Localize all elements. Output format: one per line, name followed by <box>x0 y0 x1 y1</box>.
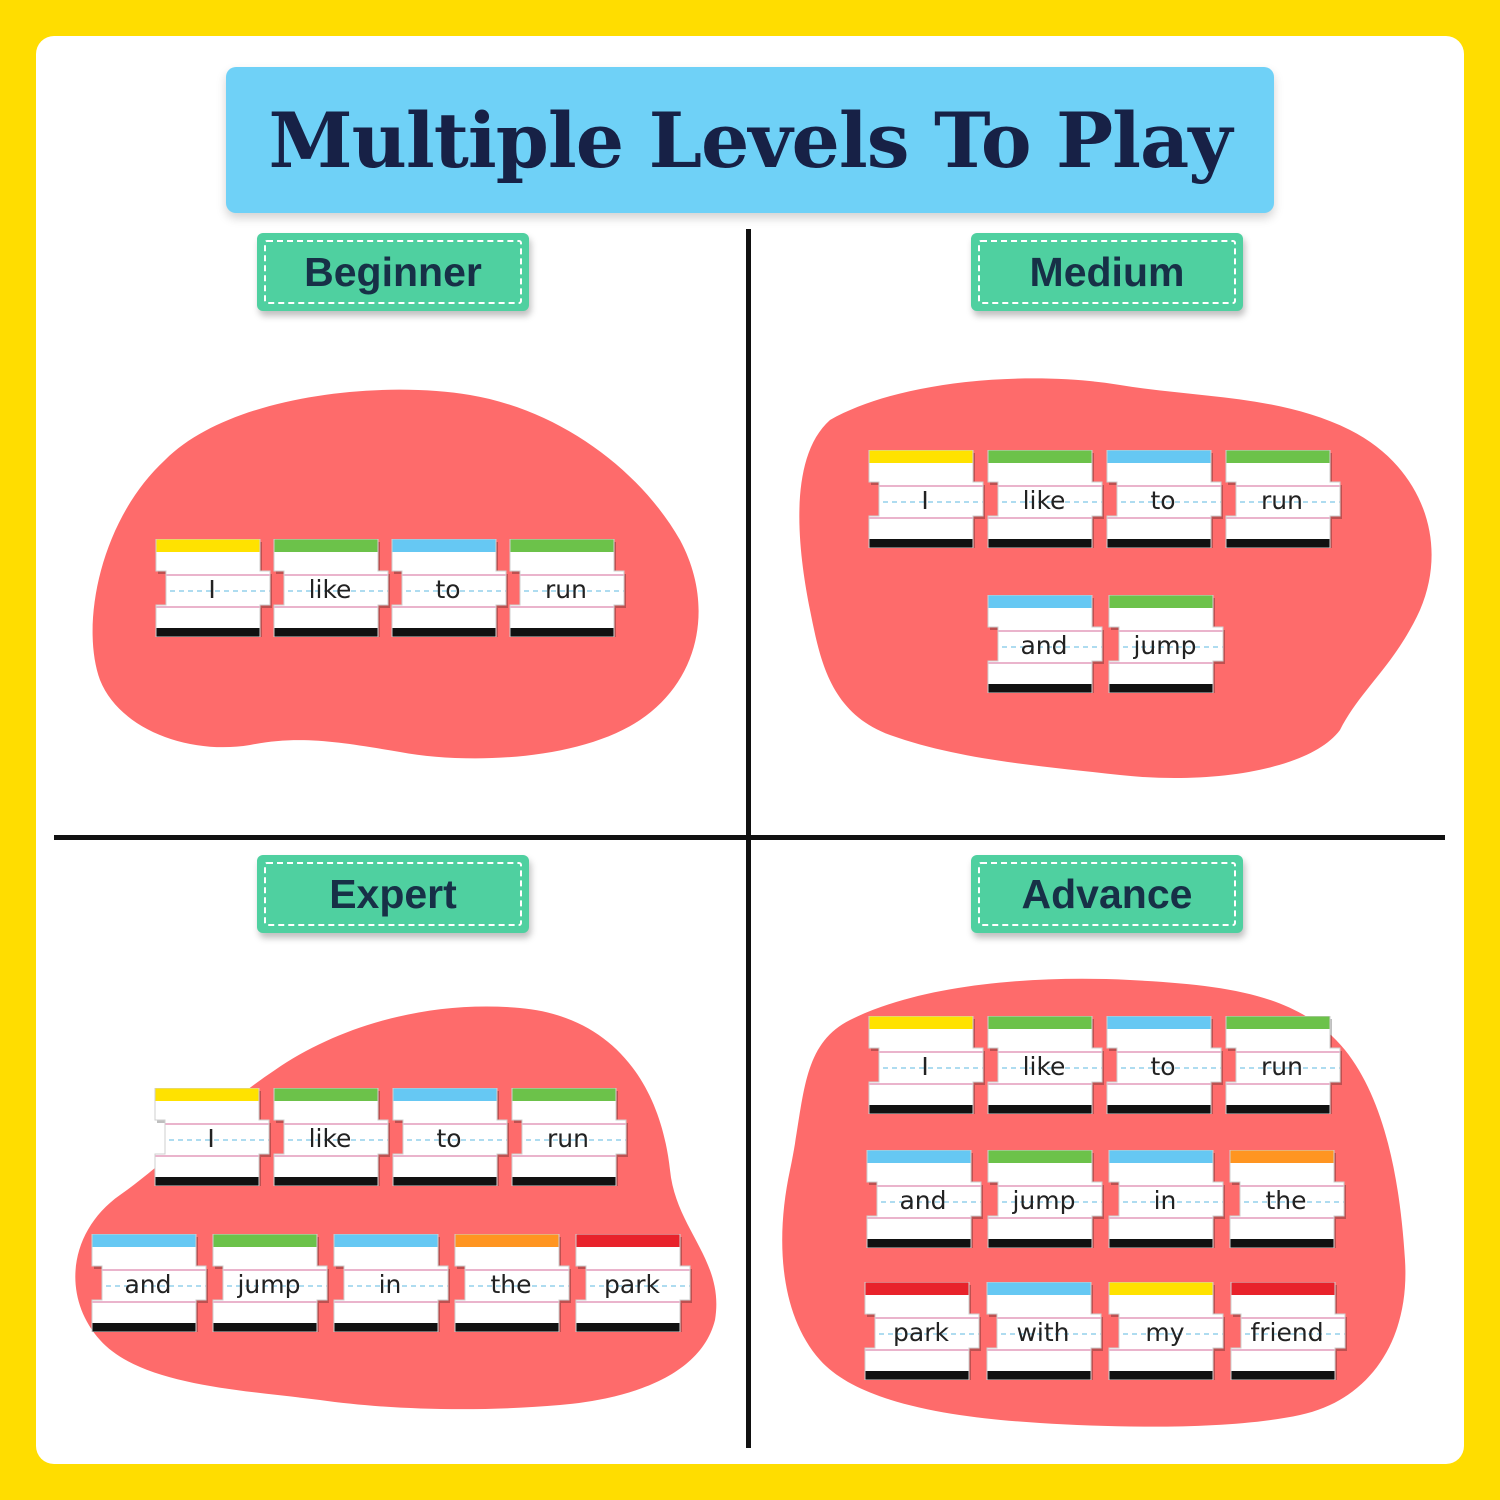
badge-label: Medium <box>1029 248 1185 295</box>
word-tile: and <box>984 595 1104 693</box>
tile-word: the <box>1265 1186 1307 1215</box>
word-tile: friend <box>1227 1282 1347 1380</box>
word-tile: I <box>151 1088 271 1186</box>
tile-word: I <box>921 486 929 515</box>
word-tile: and <box>88 1234 208 1332</box>
tile-word: jump <box>237 1270 301 1299</box>
word-tile: run <box>508 1088 628 1186</box>
word-tile: to <box>388 539 508 637</box>
tile-word: run <box>1261 1052 1303 1081</box>
tile-word: run <box>547 1124 589 1153</box>
tile-word: to <box>1150 486 1176 515</box>
tile-word: like <box>1022 1052 1066 1081</box>
word-tile: in <box>330 1234 450 1332</box>
word-tile: jump <box>209 1234 329 1332</box>
word-tile: with <box>983 1282 1103 1380</box>
tile-word: to <box>1150 1052 1176 1081</box>
word-tile: like <box>270 1088 390 1186</box>
word-tile: run <box>1222 450 1342 548</box>
blob-medium <box>799 378 1432 778</box>
badge-beginner: Beginner <box>257 233 529 311</box>
word-tile: park <box>861 1282 981 1380</box>
tile-word: and <box>899 1186 947 1215</box>
badge-advance: Advance <box>971 855 1243 933</box>
word-tile: park <box>572 1234 692 1332</box>
tile-word: and <box>124 1270 172 1299</box>
badge-medium: Medium <box>971 233 1243 311</box>
tile-word: park <box>604 1270 660 1299</box>
word-tile: and <box>863 1150 983 1248</box>
tile-word: in <box>1153 1186 1177 1215</box>
tile-word: I <box>208 575 216 604</box>
word-tile: like <box>270 539 390 637</box>
tile-word: park <box>893 1318 949 1347</box>
tile-word: friend <box>1250 1318 1324 1347</box>
word-tile: I <box>865 1016 985 1114</box>
tile-word: to <box>435 575 461 604</box>
tile-word: and <box>1020 631 1068 660</box>
tile-word: like <box>308 1124 352 1153</box>
badge-label: Beginner <box>304 248 482 295</box>
word-tile: my <box>1105 1282 1225 1380</box>
tile-word: like <box>1022 486 1066 515</box>
tile-word: I <box>921 1052 929 1081</box>
word-tile: I <box>865 450 985 548</box>
word-tile: jump <box>984 1150 1104 1248</box>
word-tile: run <box>506 539 626 637</box>
word-tile: the <box>451 1234 571 1332</box>
word-tile: to <box>1103 1016 1223 1114</box>
tile-word: to <box>436 1124 462 1153</box>
blob-expert <box>75 1006 717 1410</box>
tile-word: my <box>1145 1318 1185 1347</box>
word-tile: to <box>1103 450 1223 548</box>
tile-word: the <box>490 1270 532 1299</box>
page-title: Multiple Levels To Play <box>268 95 1233 185</box>
horizontal-divider <box>54 835 1445 840</box>
tile-word: run <box>545 575 587 604</box>
word-tile: like <box>984 1016 1104 1114</box>
tile-word: with <box>1016 1318 1070 1347</box>
tile-word: jump <box>1012 1186 1076 1215</box>
tile-word: I <box>207 1124 215 1153</box>
word-tile: I <box>152 539 272 637</box>
word-tile: the <box>1226 1150 1346 1248</box>
title-banner: Multiple Levels To Play <box>226 67 1274 213</box>
tile-word: run <box>1261 486 1303 515</box>
word-tile: to <box>389 1088 509 1186</box>
badge-label: Expert <box>329 870 457 917</box>
word-tile: jump <box>1105 595 1225 693</box>
word-tile: run <box>1222 1016 1342 1114</box>
tile-word: jump <box>1133 631 1197 660</box>
tile-word: like <box>308 575 352 604</box>
word-tile: in <box>1105 1150 1225 1248</box>
badge-expert: Expert <box>257 855 529 933</box>
word-tile: like <box>984 450 1104 548</box>
tile-word: in <box>378 1270 402 1299</box>
blob-beginner <box>92 389 699 759</box>
badge-label: Advance <box>1021 870 1193 917</box>
